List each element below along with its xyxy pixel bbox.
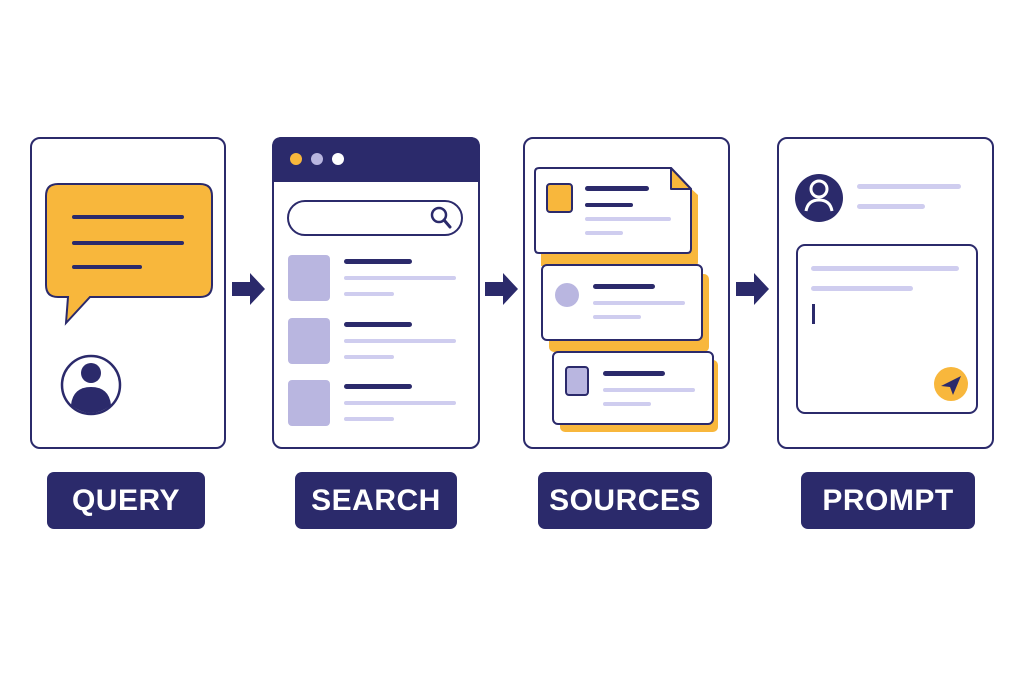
document-icon [669,166,692,190]
user-avatar-icon [794,173,843,222]
arrow-right-icon [485,273,518,305]
sources-panel [523,137,730,449]
step-label-query: QUERY [47,472,205,529]
prompt-panel [777,137,994,449]
arrow-right-icon [736,273,769,305]
prompt-input-box [795,243,978,414]
window-dot-1 [289,152,302,165]
user-avatar-icon [60,354,121,415]
search-result-1 [287,254,456,301]
window-dot-2 [310,152,323,165]
source-card-1 [533,166,698,266]
chat-bubble-icon [44,182,213,326]
source-card-2 [540,263,709,352]
search-result-2 [287,317,456,364]
window-dot-3 [331,152,344,165]
search-result-3 [287,379,456,426]
query-panel [30,137,226,449]
step-label-sources: SOURCES [538,472,712,529]
arrow-right-icon [232,273,265,305]
send-icon [933,366,968,401]
search-bar [286,199,463,236]
browser-title-bar [271,136,480,182]
source-card-3 [551,350,718,432]
search-panel [271,136,480,449]
text-cursor [811,303,815,324]
step-label-prompt: PROMPT [801,472,975,529]
search-icon [430,206,451,228]
step-label-search: SEARCH [295,472,457,529]
